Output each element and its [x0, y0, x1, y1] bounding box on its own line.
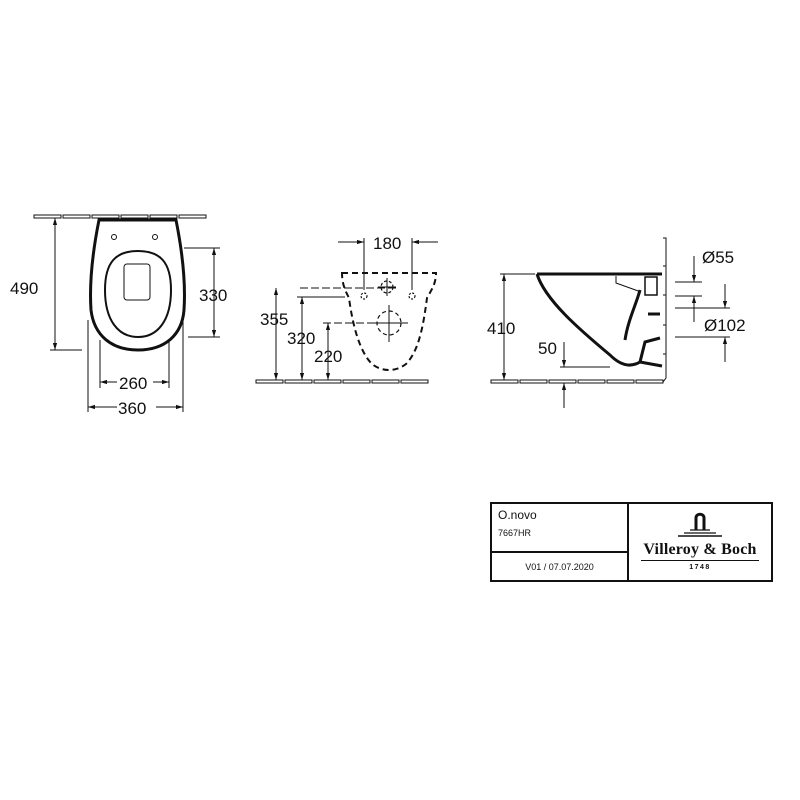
- dim-overall-width: 360: [118, 399, 146, 418]
- rear-view: 180 355 320 220: [255, 234, 438, 384]
- bolt-hole-left: [360, 292, 368, 300]
- title-block-info: O.novo 7667HR V01 / 07.07.2020: [492, 504, 629, 580]
- inlet-connector: [644, 276, 658, 296]
- dim-overall-length: 490: [10, 279, 38, 298]
- flush-opening: [123, 263, 151, 301]
- version-date: V01 / 07.07.2020: [525, 561, 594, 572]
- bowl-profile: [535, 272, 662, 367]
- dim-inlet-diameter: Ø55: [702, 248, 734, 267]
- title-block: O.novo 7667HR V01 / 07.07.2020 Villeroy …: [490, 502, 773, 582]
- dim-water-inlet-height: 355: [260, 310, 288, 329]
- wall-line: [662, 237, 667, 383]
- brand-logo: Villeroy & Boch 1748: [629, 504, 771, 580]
- fountain-icon: [678, 512, 722, 537]
- dim-outlet-height: 220: [314, 347, 342, 366]
- bolt-hole-right: [408, 292, 416, 300]
- dim-inner-width: 260: [119, 374, 147, 393]
- title-block-product: O.novo 7667HR: [492, 504, 627, 553]
- wall-line: [33, 214, 207, 219]
- top-view: 490 330 260 360: [10, 214, 227, 418]
- dim-seat-opening-length: 330: [199, 286, 227, 305]
- bowl-outline: [88, 218, 187, 352]
- side-view: 410 50 Ø55 Ø102: [487, 237, 746, 408]
- product-name: O.novo: [498, 508, 537, 522]
- brand-name: Villeroy & Boch: [641, 541, 759, 561]
- bolt-hole-right: [152, 234, 158, 240]
- floor-line: [255, 379, 429, 384]
- brand-year: 1748: [689, 564, 711, 571]
- bolt-hole-left: [111, 234, 117, 240]
- dim-bolt-height: 320: [287, 329, 315, 348]
- floor-line: [490, 379, 664, 384]
- dim-offset: 50: [538, 339, 557, 358]
- dim-rim-height: 410: [487, 319, 515, 338]
- dim-bolt-spacing: 180: [373, 234, 401, 253]
- article-number: 7667HR: [498, 528, 532, 538]
- dim-outlet-diameter: Ø102: [704, 316, 746, 335]
- seat-opening: [103, 249, 173, 339]
